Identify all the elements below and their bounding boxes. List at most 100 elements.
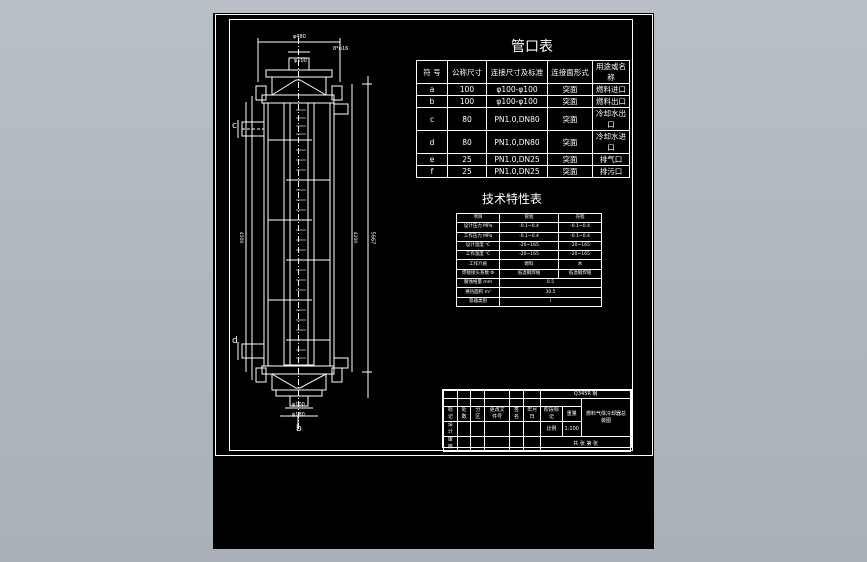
sheet-label: 共 张 第 张 xyxy=(540,436,631,452)
title-block-row: 审核 共 张 第 张 xyxy=(443,436,631,452)
table-cell: -20~165 xyxy=(558,250,602,261)
table-cell: 水 xyxy=(558,259,602,270)
table-cell: 0.5 xyxy=(499,278,602,289)
table-row: 设计温度 ℃-20~165-20~165 xyxy=(456,240,602,252)
table-cell: d xyxy=(416,130,448,154)
header-cell: 壳程 xyxy=(558,212,602,224)
check-label: 审核 xyxy=(443,436,458,452)
table-cell: 冷却水出口 xyxy=(592,107,630,131)
side-nozzle-c xyxy=(237,120,265,138)
header-cell: 符 号 xyxy=(416,60,448,84)
title-block: Q345R 钢 燃料气体冷却器总装图 标记 处数 分区 更改文件号 签名 年月日… xyxy=(443,390,631,452)
table-cell: 80 xyxy=(447,130,487,154)
table-cell: 工作介质 xyxy=(456,259,500,270)
tech-table-header: 项目 管程 壳程 xyxy=(456,212,602,224)
header-cell: 项目 xyxy=(456,212,500,224)
table-cell: 25 xyxy=(447,165,487,178)
sheet-border-inner xyxy=(229,19,633,451)
title-block-row: 标记 处数 分区 更改文件号 签名 年月日 阶段标记 重量 xyxy=(443,406,631,422)
table-cell: 低温钢焊缝 xyxy=(558,268,602,280)
table-cell: 突面 xyxy=(547,107,593,131)
col-change-doc: 更改文件号 xyxy=(484,406,511,422)
scale-value: 1:100 xyxy=(561,421,583,437)
table-cell: -20~165 xyxy=(499,250,559,261)
table-cell: 80 xyxy=(447,107,487,131)
table-cell: f xyxy=(416,165,448,178)
material-note: Q345R 钢 xyxy=(540,390,631,399)
bottom-cone xyxy=(271,373,327,389)
title-block-row: 燃料气体冷却器总装图 xyxy=(443,398,631,437)
stage-label: 阶段标记 xyxy=(540,406,563,422)
table-cell: 设计温度 ℃ xyxy=(456,240,500,252)
table-cell: -0.1~0.4 xyxy=(499,222,559,233)
table-cell: 突面 xyxy=(547,95,593,108)
table-cell: 100 xyxy=(447,83,487,96)
table-cell: 容器类别 xyxy=(456,296,500,307)
top-cone xyxy=(271,79,327,96)
table-row: d 80 PN1.0,DN80 突面 冷却水进口 xyxy=(416,130,630,154)
table-cell: 焊接接头系数 Φ xyxy=(456,268,500,280)
table-cell: 30.5 xyxy=(499,287,602,298)
table-cell: -0.1~0.4 xyxy=(499,231,559,242)
table-cell: b xyxy=(416,95,448,108)
side-nozzle-right xyxy=(333,103,349,369)
weight-label: 重量 xyxy=(561,406,583,422)
table-cell: 工作温度 ℃ xyxy=(456,250,500,261)
table-cell: c xyxy=(416,107,448,131)
table-cell: I xyxy=(499,296,602,307)
col-mark: 标记 xyxy=(443,406,458,422)
table-row: f 25 PN1.0,DN25 突面 排污口 xyxy=(416,165,630,178)
tube-hatch xyxy=(296,109,306,359)
table-cell: -0.1~0.4 xyxy=(558,231,602,242)
table-cell: 燃料出口 xyxy=(592,95,630,108)
table-row: e 25 PN1.0,DN25 突面 排气口 xyxy=(416,153,630,166)
tech-table: 项目 管程 壳程 设计压力 MPa-0.1~0.4-0.1~0.4 工作压力 M… xyxy=(456,212,602,307)
table-row: a 100 φ100-φ100 突面 燃料进口 xyxy=(416,83,630,96)
table-cell: 突面 xyxy=(547,130,593,154)
nozzle-table-title: 管口表 xyxy=(511,39,553,55)
ratio-label: 比例 xyxy=(540,421,563,437)
bottom-nozzle xyxy=(289,395,309,407)
dim-bottom-dia: φ100 xyxy=(292,402,305,408)
side-nozzle-d xyxy=(237,342,265,360)
table-row: c 80 PN1.0,DN80 突面 冷却水出口 xyxy=(416,107,630,131)
header-cell: 公称尺寸 xyxy=(447,60,487,84)
dim-bottom-flange: φ180 xyxy=(292,412,305,418)
dim-overall-length: 5667 xyxy=(369,231,376,245)
table-cell: PN1.0,DN80 xyxy=(486,130,548,154)
table-cell: 燃料 xyxy=(499,259,559,270)
table-cell: 排污口 xyxy=(592,165,630,178)
nozzle-label-c: c xyxy=(232,121,237,131)
table-cell: φ100-φ100 xyxy=(486,83,548,96)
title-block-row: Q345R 钢 xyxy=(443,390,631,399)
col-date: 年月日 xyxy=(522,406,542,422)
header-cell: 用途或名称 xyxy=(592,60,630,84)
dim-top-dia: φ480 xyxy=(293,34,306,40)
dim-top-nozzle: φ100 xyxy=(294,58,307,64)
table-cell: a xyxy=(416,83,448,96)
col-sign: 签名 xyxy=(509,406,524,422)
table-cell: -20~165 xyxy=(558,240,602,252)
table-cell: -20~165 xyxy=(499,240,559,252)
nozzle-table-header: 符 号 公称尺寸 连接尺寸及标准 连接面形式 用途或名称 xyxy=(416,60,630,84)
baffles xyxy=(268,139,330,341)
tech-table-title: 技术特性表 xyxy=(482,192,543,206)
table-cell: 突面 xyxy=(547,83,593,96)
title-block-row: 设计 比例 1:100 xyxy=(443,421,631,437)
table-cell: 工作压力 MPa xyxy=(456,231,500,242)
top-flange xyxy=(265,69,333,78)
table-cell: 突面 xyxy=(547,165,593,178)
design-label: 设计 xyxy=(443,421,458,437)
table-cell: PN1.0,DN25 xyxy=(486,153,548,166)
header-cell: 连接面形式 xyxy=(547,60,593,84)
table-cell: 排气口 xyxy=(592,153,630,166)
dim-top-flange: 8*φ16 xyxy=(333,46,349,52)
nozzle-label-b: b xyxy=(296,424,302,434)
table-cell: 低温钢焊缝 xyxy=(499,268,559,280)
dim-tube-length: 4200 xyxy=(352,231,358,244)
table-row: 工作压力 MPa-0.1~0.4-0.1~0.4 xyxy=(456,231,602,242)
header-cell: 连接尺寸及标准 xyxy=(486,60,548,84)
